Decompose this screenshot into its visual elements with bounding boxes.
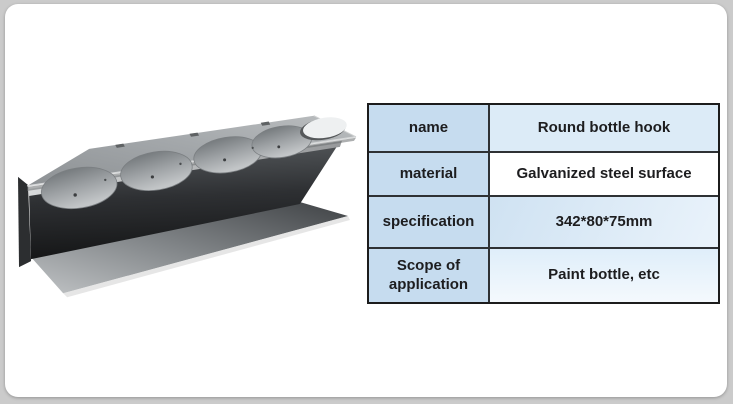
bracket-bottom-flange xyxy=(31,201,348,294)
plate-screw-holes xyxy=(104,146,254,182)
product-photo xyxy=(18,115,357,298)
spec-material-label: material xyxy=(369,153,488,195)
spec-specification-label: specification xyxy=(369,197,488,247)
bracket-left-end xyxy=(18,176,32,268)
spec-name-value: Round bottle hook xyxy=(490,105,718,151)
spec-name-label: name xyxy=(369,105,488,151)
plate-back-notches xyxy=(115,121,271,148)
product-card: name Round bottle hook material Galvaniz… xyxy=(5,4,727,397)
bracket-end-slot xyxy=(300,117,347,141)
spec-table: name Round bottle hook material Galvaniz… xyxy=(367,103,720,304)
spec-specification-value: 342*80*75mm xyxy=(490,197,718,247)
spec-scope-value: Paint bottle, etc xyxy=(490,249,718,302)
spec-scope-label: Scope of application xyxy=(369,249,488,302)
bracket-round-cups xyxy=(41,125,312,210)
spec-material-value: Galvanized steel surface xyxy=(490,153,718,195)
flange-edge-shadow xyxy=(63,216,350,298)
bracket-front-face xyxy=(29,144,338,260)
